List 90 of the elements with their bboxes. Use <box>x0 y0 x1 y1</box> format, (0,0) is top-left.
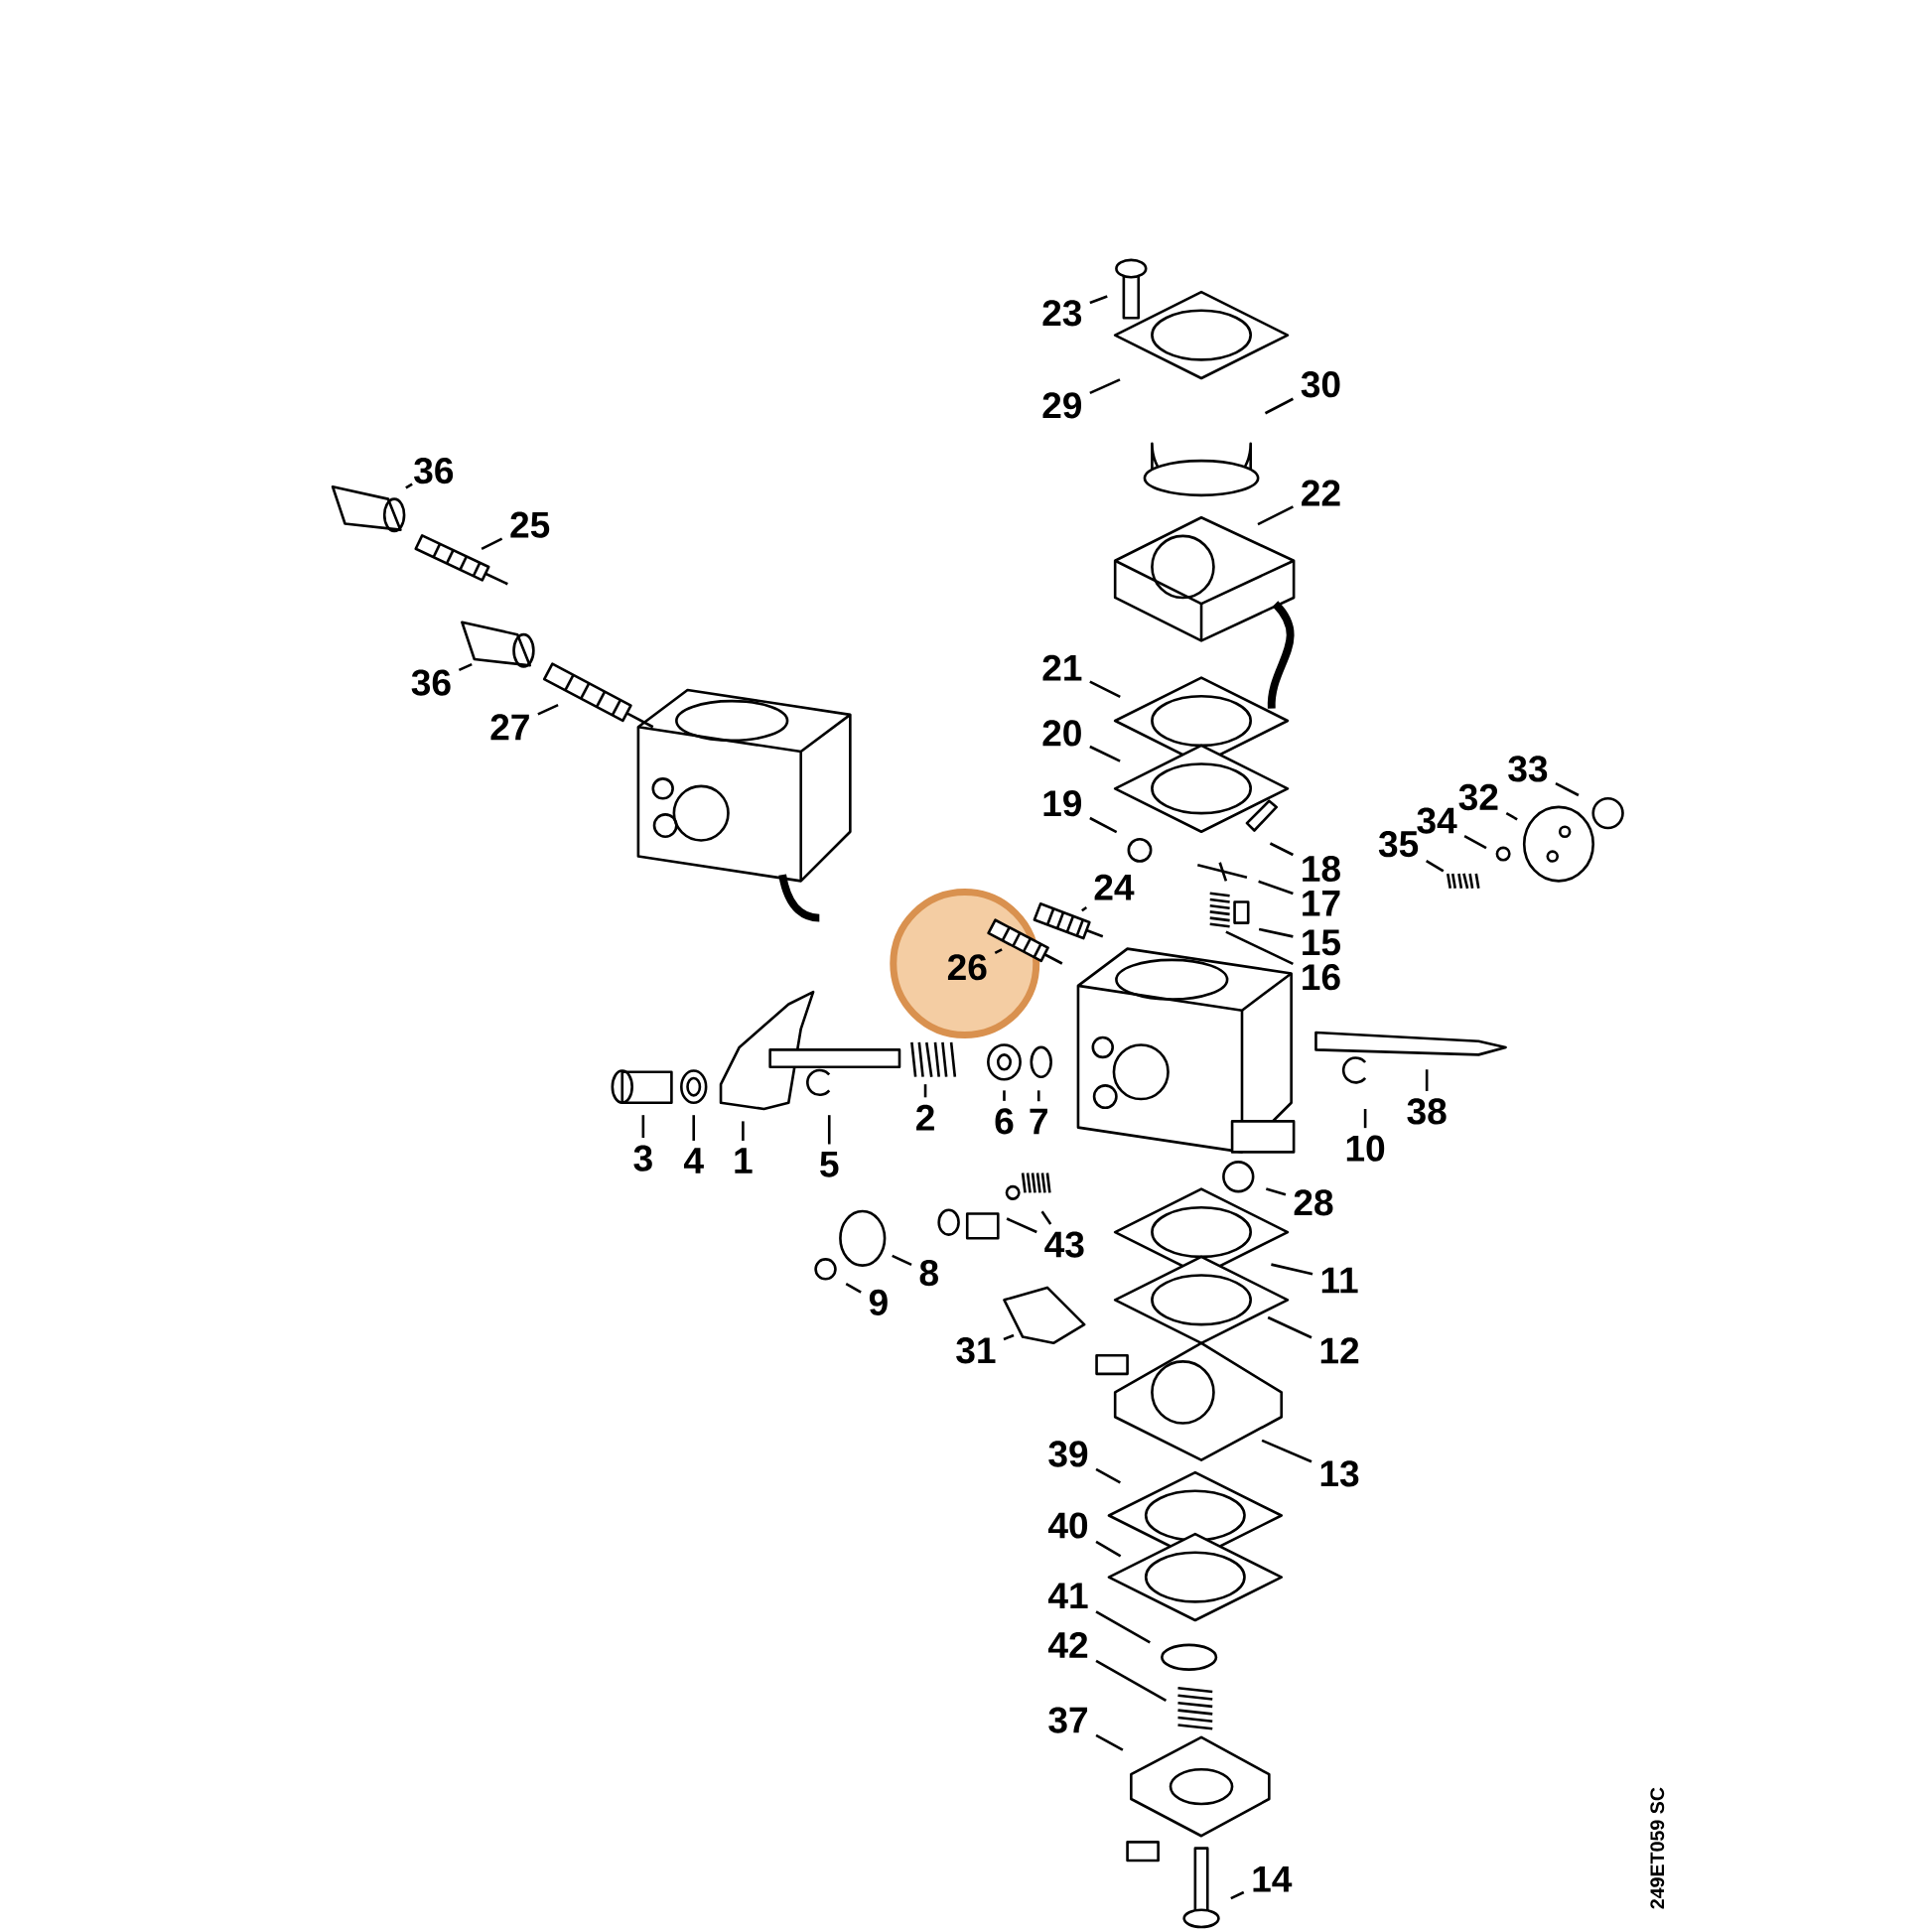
leader-line <box>1003 1333 1015 1341</box>
callout-number: 35 <box>1378 831 1419 858</box>
callout-number: 42 <box>1047 1631 1088 1658</box>
callout-number: 33 <box>1508 756 1548 782</box>
callout-number: 6 <box>995 1108 1014 1135</box>
leader-line <box>458 662 473 672</box>
callout-number: 30 <box>1301 371 1340 398</box>
callout-number: 2 <box>916 1104 934 1131</box>
leader-line <box>1095 1659 1168 1702</box>
callout-number: 36 <box>411 669 451 696</box>
leader-line <box>1095 1733 1124 1751</box>
leader-line <box>892 1254 912 1267</box>
leader-line <box>692 1115 696 1141</box>
leader-line <box>1225 930 1294 965</box>
callout-number: 41 <box>1047 1583 1088 1608</box>
callout-number: 3 <box>633 1145 652 1172</box>
leader-line <box>1258 927 1294 938</box>
leader-line <box>1271 1263 1313 1276</box>
callout-number: 17 <box>1303 890 1340 916</box>
callout-number: 29 <box>1042 392 1082 419</box>
leader-line <box>1006 1217 1037 1234</box>
callout-number: 43 <box>1044 1231 1084 1258</box>
leader-line <box>1089 680 1121 698</box>
leader-line <box>1081 905 1088 912</box>
leader-line <box>1095 1540 1122 1558</box>
leader-line <box>1089 745 1121 762</box>
callout-number: 31 <box>956 1337 996 1364</box>
callout-number: 1 <box>735 1148 753 1173</box>
callout-number: 22 <box>1302 480 1340 506</box>
leader-line <box>923 1084 927 1098</box>
callout-number: 19 <box>1043 790 1082 817</box>
leader-line <box>742 1121 745 1141</box>
callout-number: 12 <box>1320 1337 1359 1364</box>
leader-line <box>1258 880 1294 896</box>
callout-number: 36 <box>414 458 454 484</box>
leader-line <box>1036 1090 1040 1102</box>
callout-number: 21 <box>1042 654 1082 681</box>
leader-line <box>1257 505 1294 526</box>
leader-line <box>1089 295 1108 305</box>
leader-line <box>1230 1890 1245 1900</box>
callout-number: 14 <box>1253 1865 1293 1892</box>
callout-number: 9 <box>869 1289 888 1315</box>
callout-number: 34 <box>1417 807 1457 834</box>
leader-line <box>1261 1439 1312 1463</box>
callout-number: 26 <box>947 954 987 981</box>
callout-number: 15 <box>1303 929 1340 956</box>
callout-number: 27 <box>490 714 529 741</box>
leader-line <box>1363 1109 1367 1129</box>
leader-line <box>405 483 413 489</box>
leader-line <box>1040 1210 1052 1225</box>
callout-number: 16 <box>1303 964 1340 991</box>
leader-line <box>845 1283 862 1294</box>
leader-line <box>1089 378 1121 395</box>
leader-line <box>1505 811 1518 821</box>
leader-line <box>1555 781 1580 797</box>
callout-number: 20 <box>1042 720 1081 747</box>
callout-number: 7 <box>1030 1108 1047 1135</box>
callout-number: 32 <box>1458 783 1498 811</box>
callout-number: 18 <box>1303 855 1340 883</box>
leader-line <box>1089 816 1118 834</box>
callout-number: 24 <box>1094 874 1135 900</box>
callout-number: 11 <box>1321 1267 1358 1294</box>
leader-line <box>481 537 503 551</box>
leader-line <box>1269 842 1294 857</box>
callout-number: 23 <box>1042 300 1082 327</box>
leader-line <box>641 1115 645 1139</box>
callout-number: 25 <box>510 511 550 538</box>
leader-line <box>1095 1467 1121 1484</box>
leader-line <box>1267 1315 1312 1339</box>
leader-line <box>1425 1069 1429 1091</box>
callout-number: 37 <box>1048 1707 1088 1733</box>
leader-line <box>1264 397 1294 415</box>
callout-number: 5 <box>820 1151 839 1177</box>
callout-number: 28 <box>1294 1189 1333 1216</box>
leader-line <box>1463 834 1487 850</box>
callout-number: 13 <box>1320 1460 1359 1487</box>
callout-number: 10 <box>1346 1135 1385 1162</box>
callout-number: 39 <box>1048 1441 1088 1467</box>
leader-line <box>537 703 559 716</box>
leader-line <box>1003 1090 1006 1101</box>
callout-number: 38 <box>1407 1098 1447 1125</box>
callout-number: 8 <box>919 1259 938 1287</box>
drawing-number: 249ET059 SC <box>1650 1787 1665 1909</box>
callout-number: 40 <box>1047 1512 1088 1539</box>
leader-line <box>994 948 1003 955</box>
leader-line <box>1095 1610 1151 1644</box>
callout-number: 4 <box>683 1148 704 1173</box>
leader-line <box>1426 859 1445 873</box>
leader-line <box>827 1115 831 1145</box>
leader-line <box>1265 1187 1287 1196</box>
